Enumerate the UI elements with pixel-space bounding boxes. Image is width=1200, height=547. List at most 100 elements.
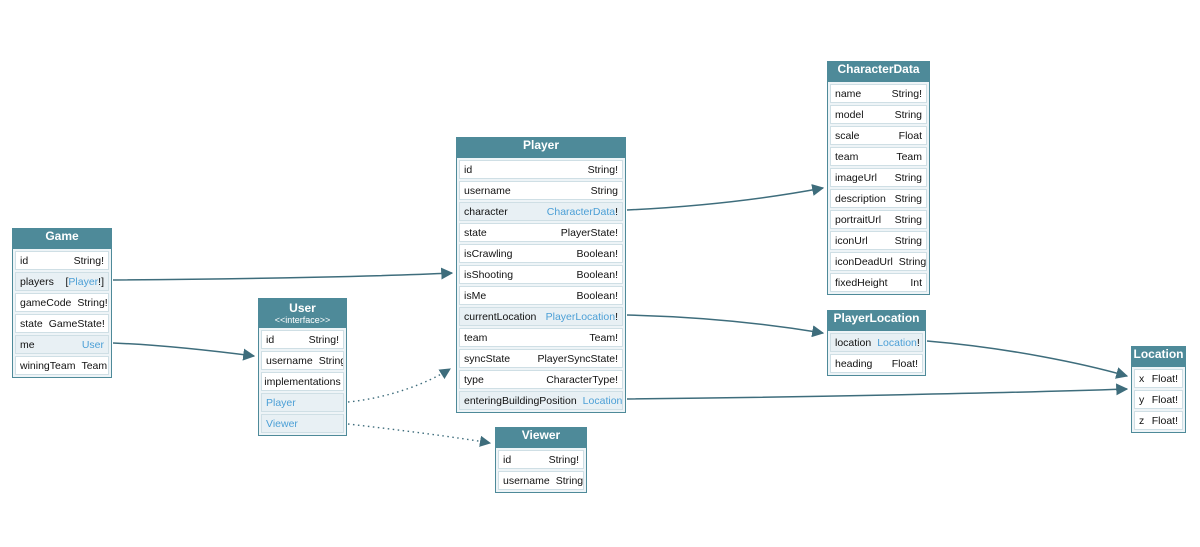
field-name: gameCode: [20, 296, 72, 309]
table-title-playerlocation: PlayerLocation: [833, 311, 920, 325]
field-row-user-viewer[interactable]: Viewer: [261, 414, 344, 433]
field-row-characterdata-portraiturl[interactable]: portraitUrl String: [830, 210, 927, 229]
edge-game-players-to-player: [112, 267, 454, 281]
field-type: String: [895, 214, 922, 226]
type-text: String!: [891, 87, 922, 100]
type-text: String: [894, 192, 922, 205]
table-title-player: Player: [522, 138, 560, 152]
field-name: portraitUrl: [835, 213, 882, 226]
type-link-player[interactable]: Player: [68, 275, 99, 288]
field-name: isMe: [464, 289, 487, 302]
field-type: Location!: [877, 337, 920, 349]
type-link-playerlocation[interactable]: PlayerLocation: [545, 310, 616, 323]
field-name: id: [464, 163, 473, 176]
type-text: String!: [308, 333, 339, 346]
field-name: me: [20, 338, 35, 351]
table-header-game[interactable]: Game: [13, 229, 111, 249]
implementation-link-player[interactable]: Player: [266, 396, 296, 409]
type-text: CharacterType!: [546, 373, 618, 386]
field-type: GameState!: [49, 318, 105, 330]
type-text: !: [615, 310, 618, 323]
field-row-game-state[interactable]: state GameState!: [15, 314, 109, 333]
type-text: Float: [898, 129, 922, 142]
field-row-game-me[interactable]: me User: [15, 335, 109, 354]
type-text: String: [894, 213, 922, 226]
field-type: PlayerSyncState!: [537, 353, 618, 365]
type-text: Boolean!: [576, 289, 618, 302]
table-header-characterdata[interactable]: CharacterData: [828, 62, 929, 82]
field-type: PlayerState!: [561, 227, 618, 239]
edge-player-currentlocation-to-playerlocation: [626, 314, 825, 338]
field-type: Float!: [1152, 394, 1178, 406]
field-type: Boolean!: [577, 269, 618, 281]
section-label: implementations: [264, 375, 341, 388]
table-header-player[interactable]: Player: [457, 138, 625, 158]
field-name: syncState: [464, 352, 511, 365]
edge-player-enteringbuildingposition-to-location: [626, 383, 1129, 400]
field-name: team: [464, 331, 488, 344]
type-link-location[interactable]: Location: [582, 394, 623, 407]
field-name: state: [20, 317, 43, 330]
table-header-viewer[interactable]: Viewer: [496, 428, 586, 448]
field-type: String: [895, 109, 922, 121]
implementation-link-viewer[interactable]: Viewer: [266, 417, 298, 430]
table-header-playerlocation[interactable]: PlayerLocation: [828, 311, 925, 331]
field-name: id: [20, 254, 29, 267]
field-row-user-implementations[interactable]: implementations: [261, 372, 344, 391]
field-row-game-players[interactable]: players[Player!]: [15, 272, 109, 291]
field-row-player-enteringbuildingposition[interactable]: enteringBuildingPosition Location: [459, 391, 623, 410]
field-row-player-syncstate[interactable]: syncState PlayerSyncState!: [459, 349, 623, 368]
type-text: !]: [98, 275, 104, 288]
field-type: String: [556, 475, 583, 487]
field-name: z: [1139, 414, 1145, 427]
type-link-user[interactable]: User: [81, 338, 104, 351]
table-header-user[interactable]: User<<interface>>: [259, 299, 346, 328]
field-row-user-player[interactable]: Player: [261, 393, 344, 412]
field-type: String: [895, 235, 922, 247]
type-link-location[interactable]: Location: [877, 336, 917, 349]
table-header-location[interactable]: Location: [1132, 347, 1185, 367]
field-name: enteringBuildingPosition: [464, 394, 577, 407]
field-row-player-isme[interactable]: isMe Boolean!: [459, 286, 623, 305]
field-name: username: [464, 184, 511, 197]
field-type: PlayerLocation!: [546, 311, 618, 323]
type-text: String: [555, 474, 584, 487]
type-link-characterdata[interactable]: CharacterData: [546, 205, 616, 218]
